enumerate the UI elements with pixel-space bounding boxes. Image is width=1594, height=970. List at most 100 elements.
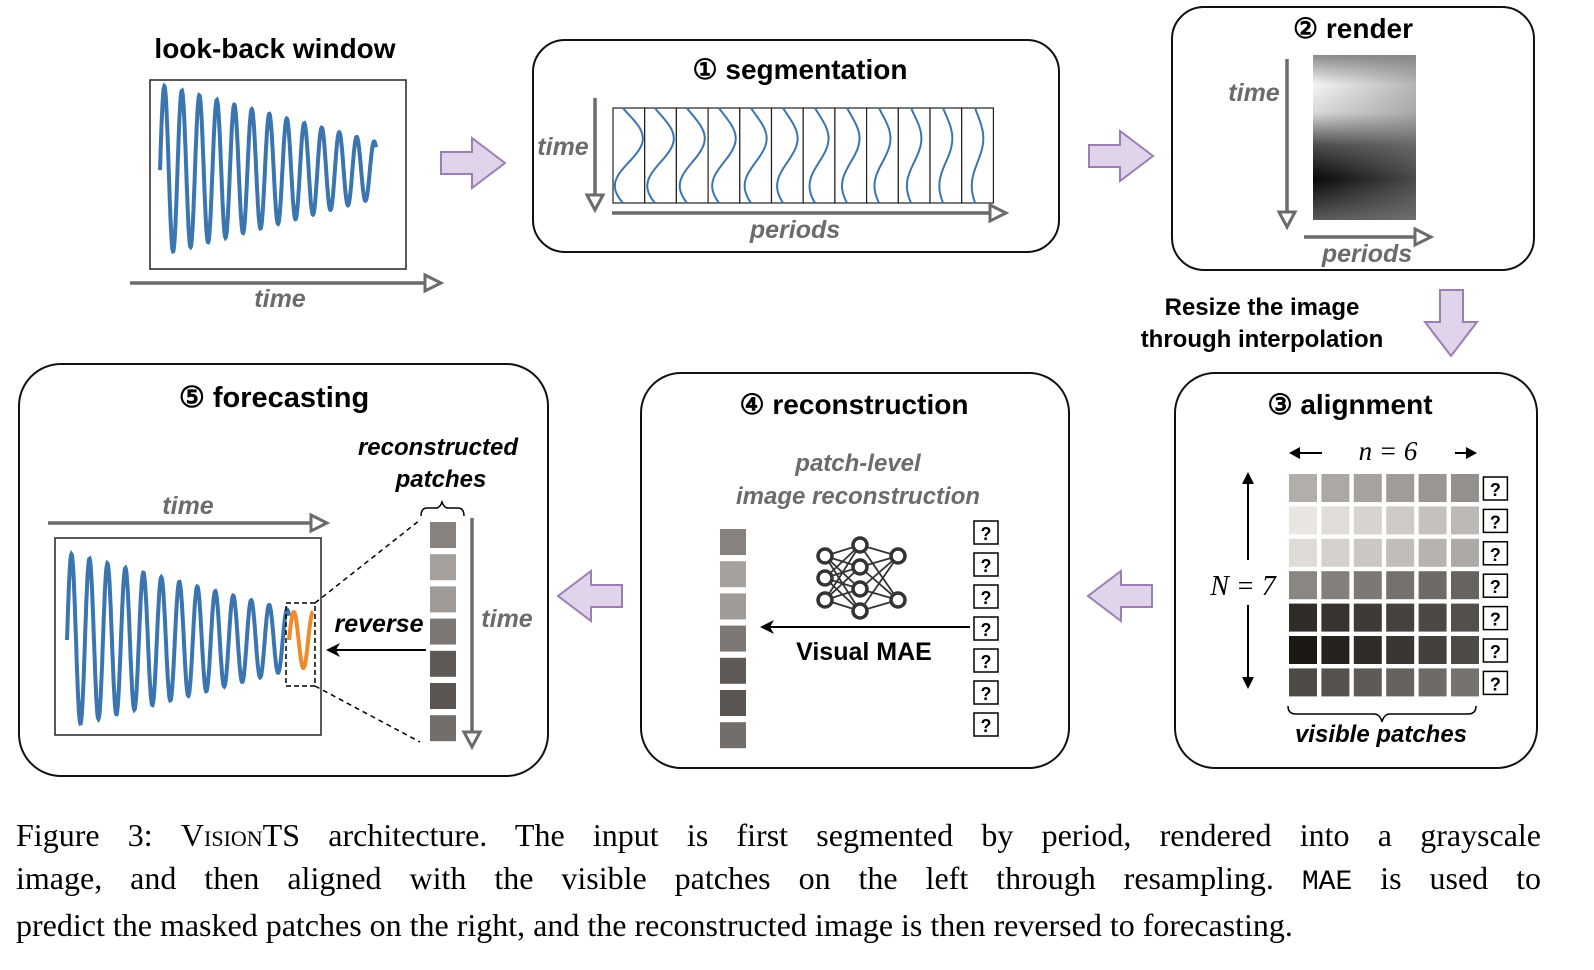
N-label: N = 7 [1209, 571, 1277, 602]
masked-patch-symbol: ? [981, 716, 992, 736]
segmentation-periods-arrow [612, 202, 1010, 224]
reconstructed-patch [720, 593, 746, 620]
segment-wave [873, 107, 892, 204]
visible-patch [1386, 636, 1415, 664]
visible-patch [1418, 474, 1447, 502]
reconstructed-patch [430, 618, 456, 645]
visible-patch [1451, 668, 1479, 697]
visible-patch [1451, 603, 1479, 632]
visible-patch [1386, 506, 1415, 535]
visible-patch [1289, 636, 1317, 664]
caption-line2-text: image, and then aligned with the visible… [16, 860, 1274, 896]
reconstructed-patch [720, 625, 746, 652]
segment-wave [905, 107, 923, 204]
masked-patch-symbol: ? [981, 524, 992, 544]
caption-line-1: Figure 3: VisionTS architecture. The inp… [16, 814, 1541, 857]
visual-mae-label: Visual MAE [796, 638, 932, 666]
visible-patch [1289, 506, 1317, 535]
reconstruction-panel: ④ reconstruction patch-level image recon… [640, 372, 1070, 769]
masked-patch-symbol: ? [1490, 545, 1501, 565]
masked-patch-symbol: ? [1490, 480, 1501, 500]
segment-cell [770, 107, 804, 204]
zoom-guide-line-bottom [314, 685, 421, 743]
reconstructed-patch [720, 529, 746, 555]
masked-patch-symbol: ? [981, 684, 992, 704]
segment-cell [834, 107, 868, 204]
visible-patch [1353, 636, 1382, 664]
reconstruction-subtitle-line1: patch-level [794, 450, 922, 477]
masked-patch [973, 520, 999, 545]
reconstructed-patch [430, 586, 456, 613]
segment-cell [612, 107, 646, 204]
alignment-title: ③ alignment [1267, 389, 1432, 420]
patch-time-arrow [461, 518, 483, 751]
masked-patch-symbol: ? [981, 588, 992, 608]
neuron-node [851, 602, 869, 620]
masked-patch [1482, 605, 1509, 631]
reconstructed-patch [720, 722, 746, 749]
forecasting-title: ⑤ forecasting [179, 382, 369, 414]
visible-patch [1321, 474, 1350, 502]
aligned-patch-grid [1289, 474, 1479, 697]
masked-patch-symbol: ? [981, 620, 992, 640]
visible-patch [1353, 538, 1382, 567]
neuron-node [889, 547, 907, 565]
visible-patch [1353, 571, 1382, 600]
lookback-time-label: time [254, 285, 306, 313]
patch-time-label: time [481, 605, 533, 633]
visible-patch [1418, 636, 1447, 664]
reconstructed-patch [430, 554, 456, 581]
segment-wave [743, 107, 768, 204]
masked-patch [1482, 508, 1509, 534]
segment-cell [644, 107, 678, 204]
reconstructed-patches-label-line1: reconstructed [358, 434, 519, 461]
neuron-node [851, 536, 869, 554]
forecasting-time-label: time [162, 492, 214, 520]
visible-patch [1321, 603, 1350, 632]
forecasting-panel: ⑤ forecasting reconstructed patches time… [18, 363, 549, 777]
caption-line3-text: predict the masked patches on the right,… [16, 907, 1293, 943]
lookback-title: look-back window [154, 33, 395, 64]
caption-line1-text: architecture. The input is first segment… [300, 817, 1541, 853]
masked-patch-column: ??????? [973, 520, 999, 737]
visible-patch [1451, 538, 1479, 567]
segment-cell [865, 107, 899, 204]
caption-line-3: predict the masked patches on the right,… [16, 904, 1541, 947]
visible-patches-brace [1287, 705, 1477, 723]
masked-patch [973, 584, 999, 609]
masked-patch-symbol: ? [1490, 610, 1501, 630]
masked-patch [973, 648, 999, 673]
segmentation-time-arrow [584, 98, 606, 214]
neuron-node [851, 580, 869, 598]
segment-cells [612, 107, 995, 204]
reconstructed-patch [430, 650, 456, 677]
visible-patch [1321, 636, 1350, 664]
visible-patch [1289, 571, 1317, 600]
visible-patch [1353, 506, 1382, 535]
masked-patch [1482, 541, 1509, 566]
visible-patch [1289, 538, 1317, 567]
caption-line2-end: is used to [1352, 860, 1542, 896]
reverse-arrow [326, 643, 426, 657]
masked-patch-symbol: ? [1490, 577, 1501, 597]
zoom-guide-line-top [314, 519, 421, 604]
segment-wave [711, 107, 737, 204]
segment-wave [808, 107, 830, 204]
neuron-node [889, 591, 907, 609]
visible-patch [1289, 474, 1317, 502]
render-periods-arrow [1304, 226, 1435, 248]
visible-patch [1418, 571, 1447, 600]
forecasting-time-arrow [48, 512, 331, 534]
visible-patch [1451, 506, 1479, 535]
reconstructed-patch [720, 561, 746, 588]
segment-cell [961, 107, 995, 204]
masked-patch-symbol: ? [1490, 642, 1501, 662]
visible-patch [1386, 571, 1415, 600]
segment-cell [707, 107, 741, 204]
caption-figure-label: Figure 3: [16, 817, 153, 853]
segment-cell [929, 107, 963, 204]
reconstructed-patch [720, 657, 746, 684]
segment-wave [678, 107, 706, 204]
visible-patch [1451, 636, 1479, 664]
architecture-diagram: look-back window time ① segmentation tim… [18, 6, 1538, 777]
